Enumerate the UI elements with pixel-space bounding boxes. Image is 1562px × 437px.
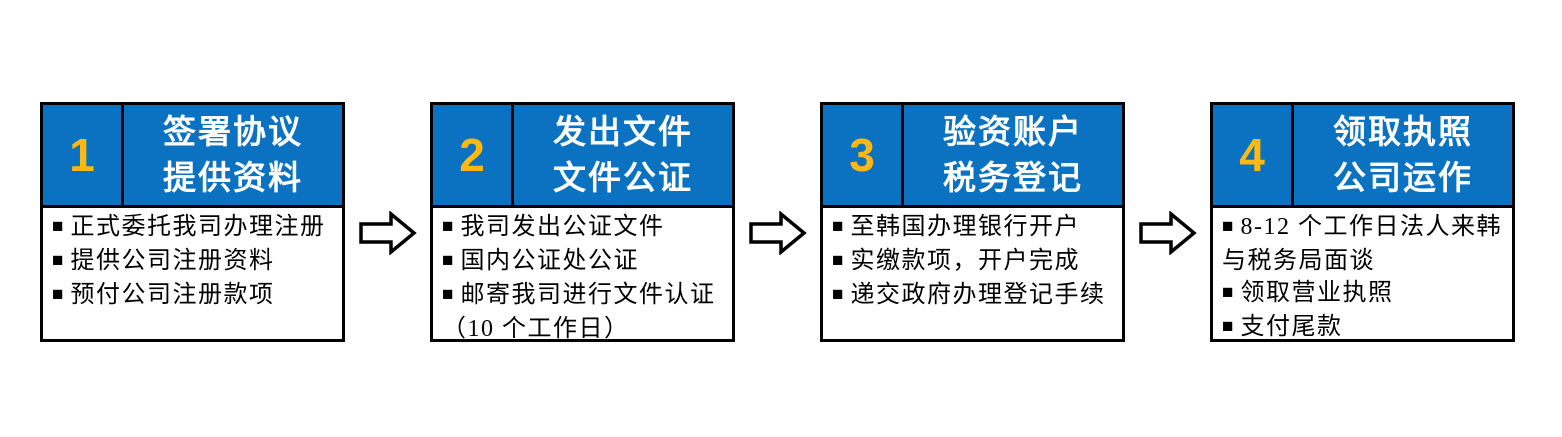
bullet-text: 提供公司注册资料 bbox=[70, 248, 275, 274]
right-block-arrow-icon bbox=[1138, 211, 1197, 255]
bullet-text: 实缴款项，开户完成 bbox=[850, 248, 1080, 274]
step-4-header: 4 领取执照 公司运作 bbox=[1213, 105, 1512, 208]
step-box-4: 4 领取执照 公司运作 ■8-12 个工作日法人来韩与税务局面谈 ■领取营业执照… bbox=[1210, 102, 1515, 342]
step-3-title: 验资账户 税务登记 bbox=[904, 105, 1122, 205]
bullet-square-icon: ■ bbox=[52, 216, 64, 237]
bullet-square-icon: ■ bbox=[442, 216, 454, 237]
bullet-item: ■ 至韩国办理银行开户 bbox=[832, 211, 1115, 245]
bullet-item: ■ 领取营业执照 bbox=[1222, 277, 1505, 311]
step-number: 1 bbox=[69, 129, 95, 181]
step-2-number-cell: 2 bbox=[433, 105, 514, 205]
bullet-text: 8-12 个工作日法人来韩与税务局面谈 bbox=[1222, 214, 1502, 274]
bullet-square-icon: ■ bbox=[52, 284, 64, 305]
bullet-text: 递交政府办理登记手续 bbox=[850, 282, 1106, 308]
step-box-1: 1 签署协议 提供资料 ■ 正式委托我司办理注册 ■ 提供公司注册资料 ■ 预付公司注… bbox=[40, 102, 345, 342]
bullet-text: 邮寄我司进行文件认证（10 个工作日） bbox=[442, 282, 716, 339]
step-box-3: 3 验资账户 税务登记 ■ 至韩国办理银行开户 ■ 实缴款项，开户完成 ■ 递交政府办… bbox=[820, 102, 1125, 342]
bullet-square-icon: ■ bbox=[52, 250, 64, 271]
step-3-body: ■ 至韩国办理银行开户 ■ 实缴款项，开户完成 ■ 递交政府办理登记手续 bbox=[823, 208, 1122, 339]
step-title-line: 验资账户 bbox=[943, 113, 1083, 150]
step-3-number-cell: 3 bbox=[823, 105, 904, 205]
step-2-body: ■我司发出公证文件 ■国内公证处公证 ■邮寄我司进行文件认证（10 个工作日） bbox=[433, 208, 732, 339]
flow-arrow-2 bbox=[735, 211, 820, 255]
step-title-line: 签署协议 bbox=[163, 113, 303, 150]
bullet-text: 领取营业执照 bbox=[1240, 280, 1394, 306]
step-3-header: 3 验资账户 税务登记 bbox=[823, 105, 1122, 208]
right-block-arrow-icon bbox=[358, 211, 417, 255]
flow-arrow-3 bbox=[1125, 211, 1210, 255]
step-2-title: 发出文件 文件公证 bbox=[514, 105, 732, 205]
process-flow: 1 签署协议 提供资料 ■ 正式委托我司办理注册 ■ 提供公司注册资料 ■ 预付公司注… bbox=[40, 102, 1515, 342]
bullet-item: ■8-12 个工作日法人来韩与税务局面谈 bbox=[1222, 211, 1505, 277]
bullet-item: ■ 支付尾款 bbox=[1222, 311, 1505, 339]
bullet-square-icon: ■ bbox=[832, 216, 844, 237]
bullet-text: 支付尾款 bbox=[1240, 314, 1343, 339]
bullet-item: ■ 实缴款项，开户完成 bbox=[832, 245, 1115, 279]
step-4-body: ■8-12 个工作日法人来韩与税务局面谈 ■领取营业执照 ■支付尾款 bbox=[1213, 208, 1512, 339]
step-number: 4 bbox=[1239, 129, 1265, 181]
bullet-text: 预付公司注册款项 bbox=[70, 282, 275, 308]
bullet-text: 国内公证处公证 bbox=[460, 248, 639, 274]
bullet-item: ■ 国内公证处公证 bbox=[442, 245, 725, 279]
step-4-title: 领取执照 公司运作 bbox=[1294, 105, 1512, 205]
bullet-text: 正式委托我司办理注册 bbox=[70, 214, 326, 240]
bullet-item: ■ 我司发出公证文件 bbox=[442, 211, 725, 245]
step-1-header: 1 签署协议 提供资料 bbox=[43, 105, 342, 208]
bullet-square-icon: ■ bbox=[442, 250, 454, 271]
step-title-line: 领取执照 bbox=[1333, 113, 1473, 150]
bullet-item: ■邮寄我司进行文件认证（10 个工作日） bbox=[442, 279, 725, 339]
step-title-line: 发出文件 bbox=[553, 113, 693, 150]
step-1-title: 签署协议 提供资料 bbox=[124, 105, 342, 205]
step-title-line: 提供资料 bbox=[163, 159, 303, 196]
bullet-square-icon: ■ bbox=[832, 284, 844, 305]
bullet-text: 我司发出公证文件 bbox=[460, 214, 665, 240]
step-number: 2 bbox=[459, 129, 485, 181]
step-2-header: 2 发出文件 文件公证 bbox=[433, 105, 732, 208]
step-number: 3 bbox=[849, 129, 875, 181]
bullet-item: ■ 预付公司注册款项 bbox=[52, 279, 335, 313]
flow-arrow-1 bbox=[345, 211, 430, 255]
bullet-text: 至韩国办理银行开户 bbox=[850, 214, 1080, 240]
step-1-body: ■ 正式委托我司办理注册 ■ 提供公司注册资料 ■ 预付公司注册款项 bbox=[43, 208, 342, 339]
step-1-number-cell: 1 bbox=[43, 105, 124, 205]
bullet-item: ■ 递交政府办理登记手续 bbox=[832, 279, 1115, 313]
step-title-line: 公司运作 bbox=[1333, 159, 1473, 196]
bullet-square-icon: ■ bbox=[1222, 216, 1234, 237]
step-4-number-cell: 4 bbox=[1213, 105, 1294, 205]
bullet-square-icon: ■ bbox=[1222, 282, 1234, 303]
step-title-line: 税务登记 bbox=[943, 159, 1083, 196]
bullet-square-icon: ■ bbox=[442, 284, 454, 305]
step-title-line: 文件公证 bbox=[553, 159, 693, 196]
bullet-square-icon: ■ bbox=[1222, 316, 1234, 337]
bullet-item: ■ 正式委托我司办理注册 bbox=[52, 211, 335, 245]
right-block-arrow-icon bbox=[748, 211, 807, 255]
step-box-2: 2 发出文件 文件公证 ■我司发出公证文件 ■国内公证处公证 ■邮寄我司进行文件… bbox=[430, 102, 735, 342]
bullet-item: ■ 提供公司注册资料 bbox=[52, 245, 335, 279]
bullet-square-icon: ■ bbox=[832, 250, 844, 271]
